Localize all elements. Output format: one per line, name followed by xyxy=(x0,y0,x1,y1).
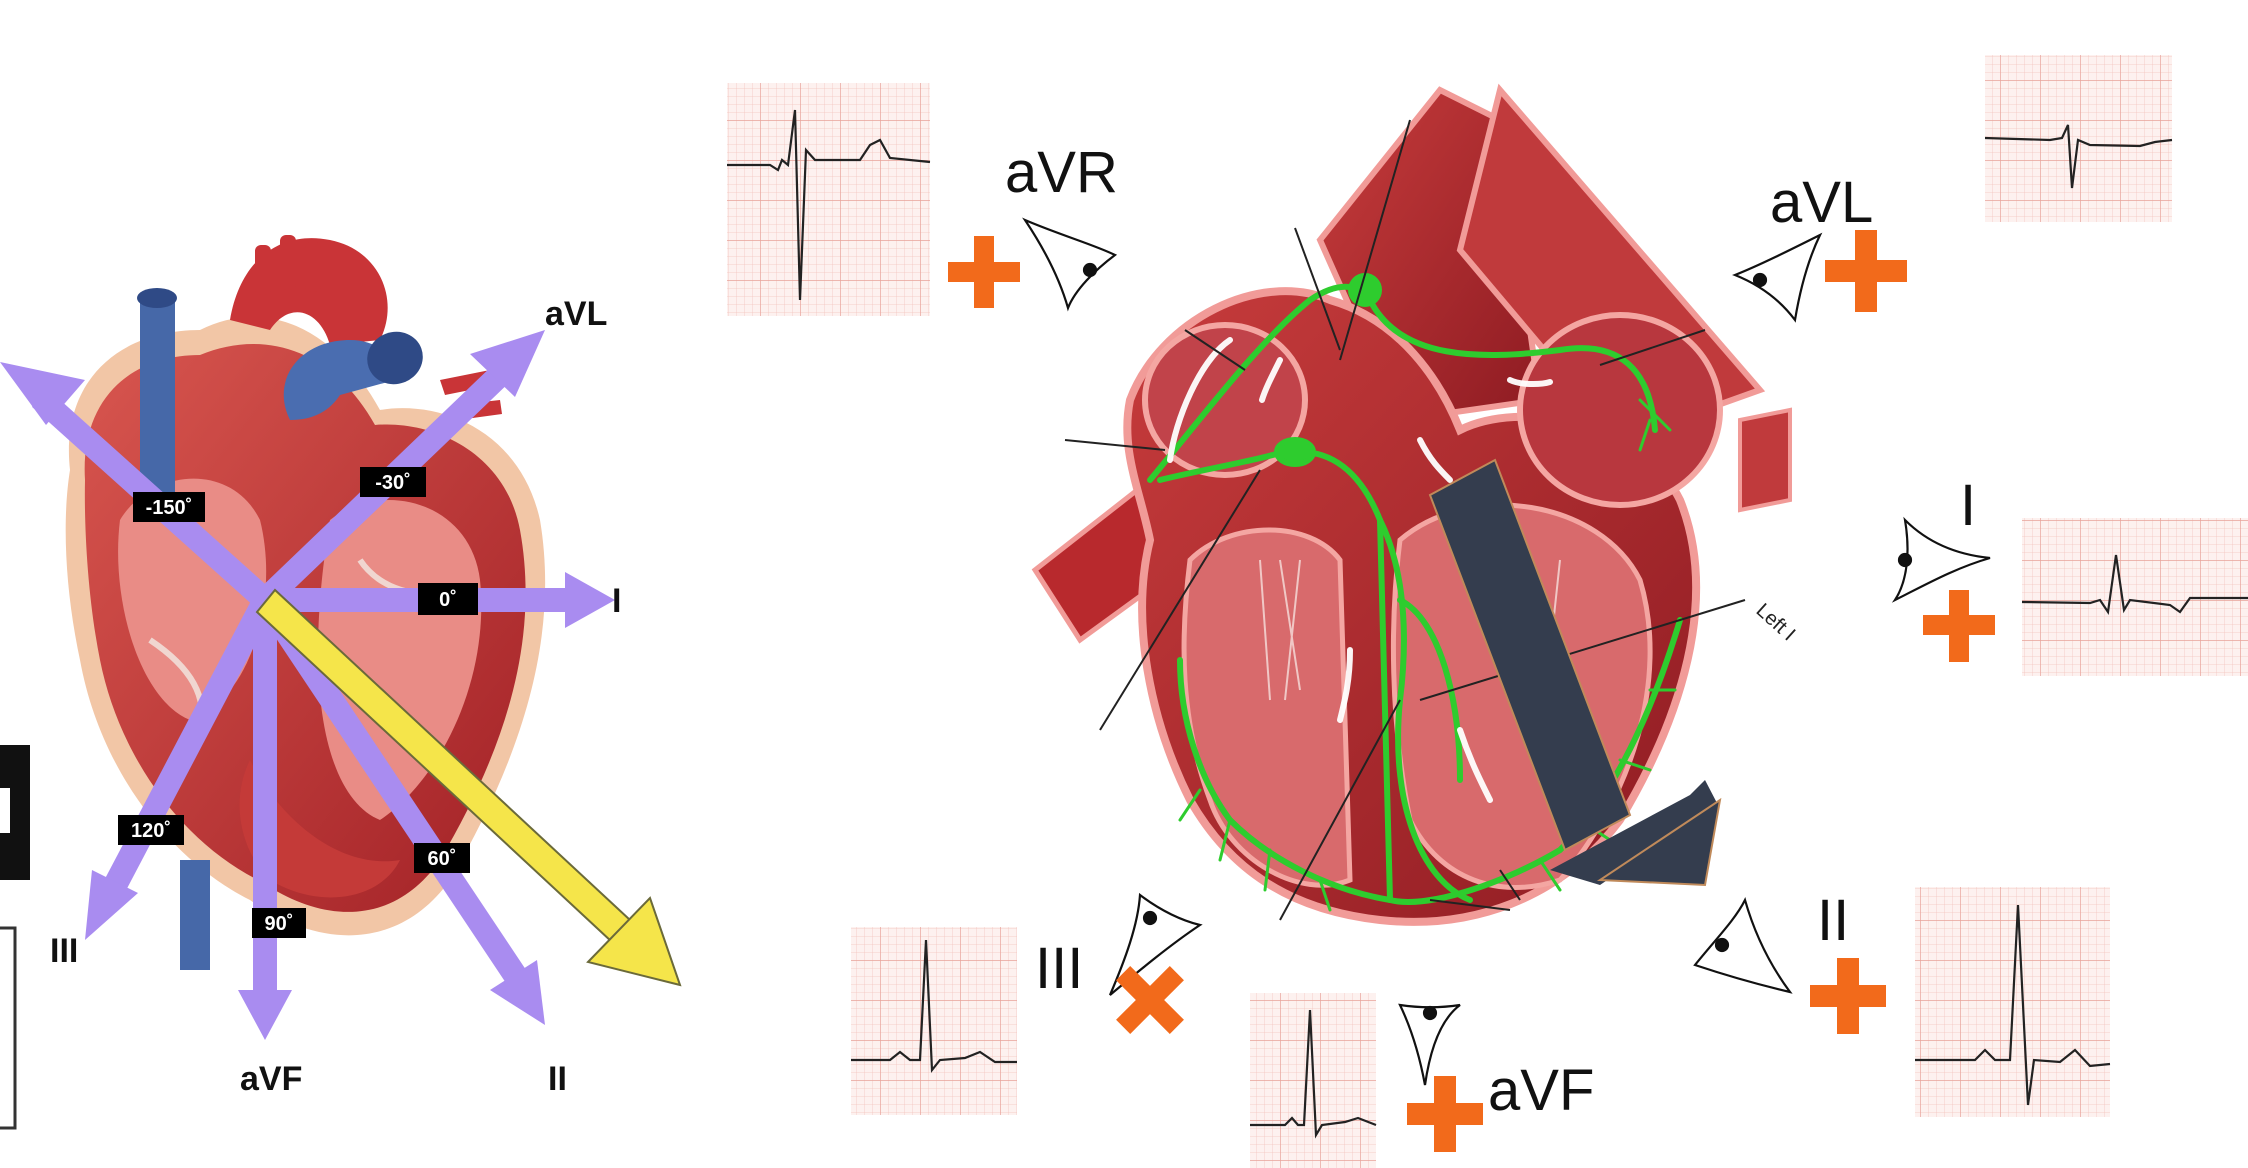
angle-label-minus30: -30˚ xyxy=(375,471,411,494)
right-lead-labels: aVR aVL I III aVF II xyxy=(1005,140,1976,1123)
angle-box-120 xyxy=(118,815,184,845)
ecg-strip-avr xyxy=(727,83,931,316)
right-conduction-diagram: Left I xyxy=(727,55,2248,1168)
ecg-strip-ii xyxy=(1915,887,2111,1117)
cropped-frame xyxy=(0,926,17,1130)
cropped-white-inner xyxy=(0,788,10,833)
ecg-strip-avl xyxy=(1984,55,2173,222)
eye-icon-avl xyxy=(1732,232,1823,323)
eye-icon-ii xyxy=(1693,896,1793,994)
right-label-ii: II xyxy=(1817,888,1849,953)
right-label-i: I xyxy=(1960,473,1976,538)
ecg-strip-i xyxy=(2021,518,2248,676)
right-label-avl: aVL xyxy=(1770,170,1873,235)
angle-label-120: 120˚ xyxy=(131,819,171,842)
mean-axis-arrow-yellow xyxy=(255,588,682,987)
left-label-i: I xyxy=(612,582,621,620)
angle-label-90: 90˚ xyxy=(265,912,294,935)
ecg-strip-iii xyxy=(851,927,1017,1115)
angle-label-60: 60˚ xyxy=(428,847,457,870)
mean-axis-arrow-dark xyxy=(1428,458,1722,887)
plus-icon-iii xyxy=(1116,966,1184,1034)
angle-label-zero: 0˚ xyxy=(439,588,457,611)
conduction-system xyxy=(1147,273,1683,912)
leader-lines xyxy=(1064,119,1746,921)
plus-icon-avf xyxy=(1407,1076,1483,1152)
left-label-avf: aVF xyxy=(240,1060,302,1098)
left-label-ii: II xyxy=(548,1060,567,1098)
right-label-avf: aVF xyxy=(1488,1058,1594,1123)
flow-arrows xyxy=(1167,337,1553,803)
heart-cross-section xyxy=(1031,83,1792,926)
plus-icon-avr xyxy=(948,236,1020,308)
right-label-iii: III xyxy=(1035,936,1083,1001)
left-label-avl: aVL xyxy=(545,295,607,333)
eye-icons xyxy=(1022,217,1991,1086)
plus-icon-i xyxy=(1923,590,1995,662)
angle-box-minus30 xyxy=(360,467,426,497)
angle-box-90 xyxy=(252,908,306,938)
eye-icon-iii xyxy=(1108,892,1203,996)
plus-signs xyxy=(948,230,1995,1152)
plus-icon-avl xyxy=(1825,230,1907,312)
eye-icon-avf xyxy=(1398,1003,1461,1086)
angle-box-zero xyxy=(418,583,478,615)
angle-label-minus150: -150˚ xyxy=(146,496,193,519)
plus-icon-ii xyxy=(1810,958,1886,1034)
left-lead-labels: aVL I III aVF II xyxy=(50,295,621,1098)
left-heart-axis-diagram: -150˚ -30˚ 0˚ 120˚ 90˚ 60˚ aVL I III aVF… xyxy=(0,235,682,1130)
eye-icon-avr xyxy=(1022,217,1118,312)
right-label-avr: aVR xyxy=(1005,140,1118,205)
ecg-strips xyxy=(727,55,2248,1168)
left-label-iii: III xyxy=(50,932,78,970)
eye-icon-i xyxy=(1891,516,1991,603)
angle-box-60 xyxy=(414,843,470,873)
angle-box-minus150 xyxy=(133,492,205,522)
anatomy-label-left-i: Left I xyxy=(1752,599,1800,645)
ecg-strip-avf xyxy=(1250,993,1377,1168)
angle-labels: -150˚ -30˚ 0˚ 120˚ 90˚ 60˚ xyxy=(118,467,478,938)
